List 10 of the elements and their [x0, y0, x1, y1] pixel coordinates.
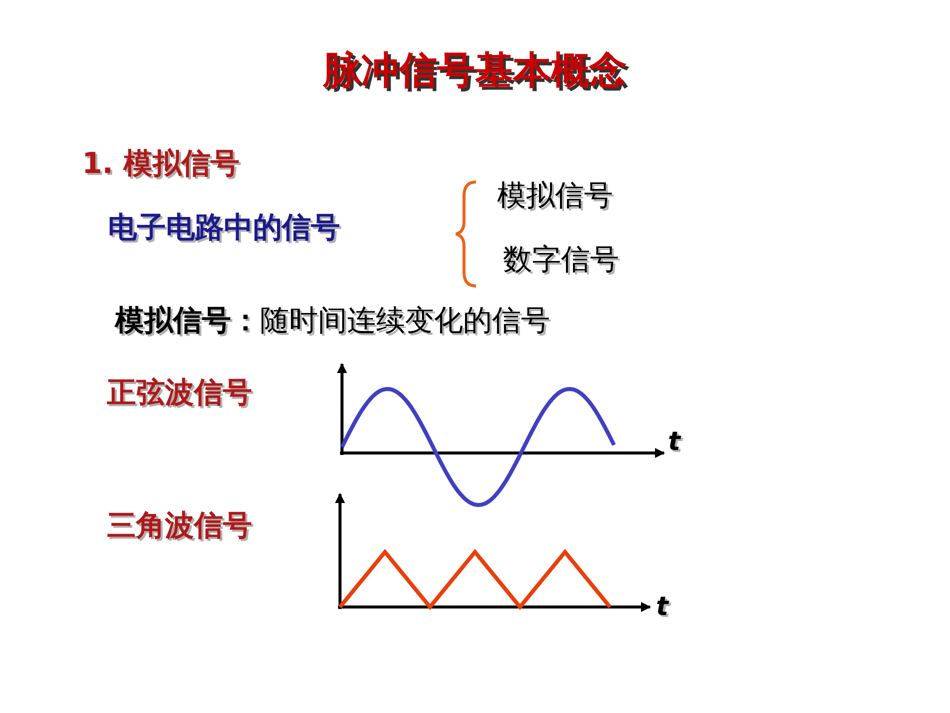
label: 正弦波信号 — [107, 375, 252, 410]
label: 电子电路中的信号 — [108, 210, 340, 245]
label: 数字信号 — [503, 242, 619, 277]
title: 脉冲信号基本概念 — [322, 48, 628, 94]
axis-label: t — [668, 427, 680, 458]
axis-label: t — [656, 592, 668, 624]
heading: 1. 模拟信号 — [82, 146, 240, 181]
sentence: 模拟信号：随时间连续变化的信号 — [115, 303, 550, 338]
label: 三角波信号 — [107, 508, 252, 543]
label: 模拟信号 — [497, 178, 613, 213]
